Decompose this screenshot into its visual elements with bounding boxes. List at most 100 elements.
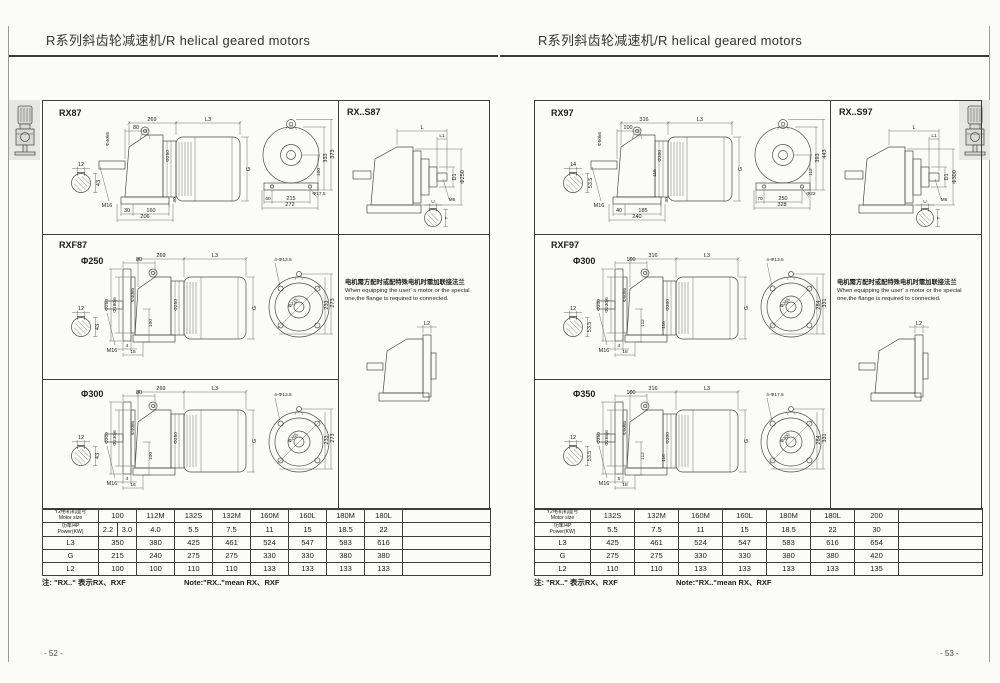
table-cell: 616 [810,536,855,550]
dim-label: L3 [212,386,218,392]
dim-label: Φ300 [665,299,671,311]
table-cell: 18.5 [766,522,811,537]
dim-label: 316 [639,117,648,123]
dim-label: 100 [148,452,154,460]
table-cell: 11 [250,522,290,537]
table-cell [898,508,983,523]
dim-label: 316 [648,386,657,392]
rxs-drawing: RX..S97 L L1 D1 Φ300 M6 U T [839,107,958,227]
table-cell [402,549,492,563]
dim-label: 43 [95,453,101,459]
dim-label: 116 [661,454,667,462]
drawing-subtitle: Φ350 [573,389,595,399]
dim-label: 4 [126,343,129,349]
table-row: L2 110 110 133 133 133 133 135 [534,562,983,576]
page-edge-rule [989,26,990,662]
dim-label: Φ250 [165,150,171,162]
dim-label: Φ230j6 [604,297,610,313]
dim-label: L2 [424,321,430,327]
drawing-title: RXF87 [59,240,87,250]
table-cell: 524 [678,536,723,550]
dim-label: Φ40k6 [130,421,136,436]
dim-label: 100 [626,257,635,263]
dim-label: 269 [156,253,165,259]
dim-label: Φ250 [460,170,466,184]
table-cell: 547 [722,536,767,550]
table-cell: 133 [722,562,767,576]
table-cell: 380 [766,549,811,563]
dim-label: 40 [616,208,622,214]
dim-label: G [744,439,750,443]
table-cell: 330 [250,549,290,563]
dim-label: 443 [822,149,828,158]
table-cell: 330 [678,549,723,563]
flange-note-en-line1: When equipping the user' s motor or the … [837,288,962,294]
dim-label: Φ40k6 [130,288,136,303]
table-cell: 380 [810,549,855,563]
panel-divider-horizontal-1 [535,234,981,235]
table-cell: 7.5 [212,522,252,537]
table-cell: 200 [854,508,899,523]
dim-label: M16 [599,481,610,487]
table-cell [898,536,983,550]
rxf-drawing-1: RXF97 Φ300 12 53.5 316 L3 100 Φ300 Φ230j… [551,240,828,358]
table-cell: L3 [42,536,99,550]
dim-label: Φ265j6 [604,430,610,446]
dim-label: T [444,216,450,219]
dim-label: G [744,306,750,310]
dim-label: Φ180j6 [112,297,118,313]
table-cell: 132M [212,508,252,523]
dim-label: L3 [212,253,218,259]
table-cell: 112M [136,508,176,523]
dim-label: 206 [140,214,149,220]
drawing-title: RX87 [59,108,82,118]
catalog-page: R系列斜齿轮减速机/R helical geared motors RX97 1… [500,0,992,683]
table-footnote-en: Note:"RX.."mean RX、RXF [676,578,772,587]
table-cell: 160M [250,508,290,523]
table-cell: 18.5 [326,522,366,537]
flange-note-cell: 电机需方配时或配特殊电机时需加联接法兰 When equipping the u… [339,235,489,508]
dim-label: 12 [78,306,84,312]
table-cell: 160L [288,508,328,523]
dim-label: 331 [822,298,828,307]
table-cell: 133 [288,562,328,576]
table-cell: G [42,549,99,563]
page-edge-rule [8,26,9,662]
table-cell: 275 [590,549,635,563]
table-cell: 22 [364,522,404,537]
table-cell: L2 [534,562,591,576]
dim-label: 100 [316,168,322,176]
table-cell: 15 [288,522,328,537]
dim-label: 43 [96,180,102,186]
dim-label: 4-Φ13.5 [766,257,784,263]
l2-drawing: L2 [366,321,438,402]
drawing-title: RX..S87 [347,107,381,117]
dim-label: 4-Φ13.5 [274,257,292,263]
dim-label: 4-Φ13.5 [274,392,292,398]
dim-label: 100 [148,319,154,327]
dim-label: L [420,125,423,131]
table-cell: 240 [136,549,176,563]
table-cell: 180L [364,508,404,523]
table-cell [402,562,492,576]
catalog-page: R系列斜齿轮减速机/R helical geared motors RX87 1… [8,0,500,683]
dim-label: M6 [449,197,456,203]
dim-label: 373 [330,149,336,158]
dim-label: Φ230j6 [112,430,118,446]
table-cell [402,536,492,550]
table-cell: 110 [174,562,214,576]
dim-label: Φ40k6 [105,132,111,147]
dim-label: 4 [618,343,621,349]
dim-label: 284 [816,300,822,309]
dim-label: Φ50k6 [622,421,628,436]
table-cell: 380 [136,536,176,550]
dim-label: Φ250 [173,432,179,444]
dim-label: L1 [931,133,937,139]
page-number: - 52 - [44,649,63,658]
table-cell: 583 [326,536,366,550]
dim-label: G [738,167,744,171]
dim-label: M16 [107,481,118,487]
table-cell: 4.0 [136,522,176,537]
table-cell: 330 [722,549,767,563]
dim-label: 100 [623,125,632,131]
